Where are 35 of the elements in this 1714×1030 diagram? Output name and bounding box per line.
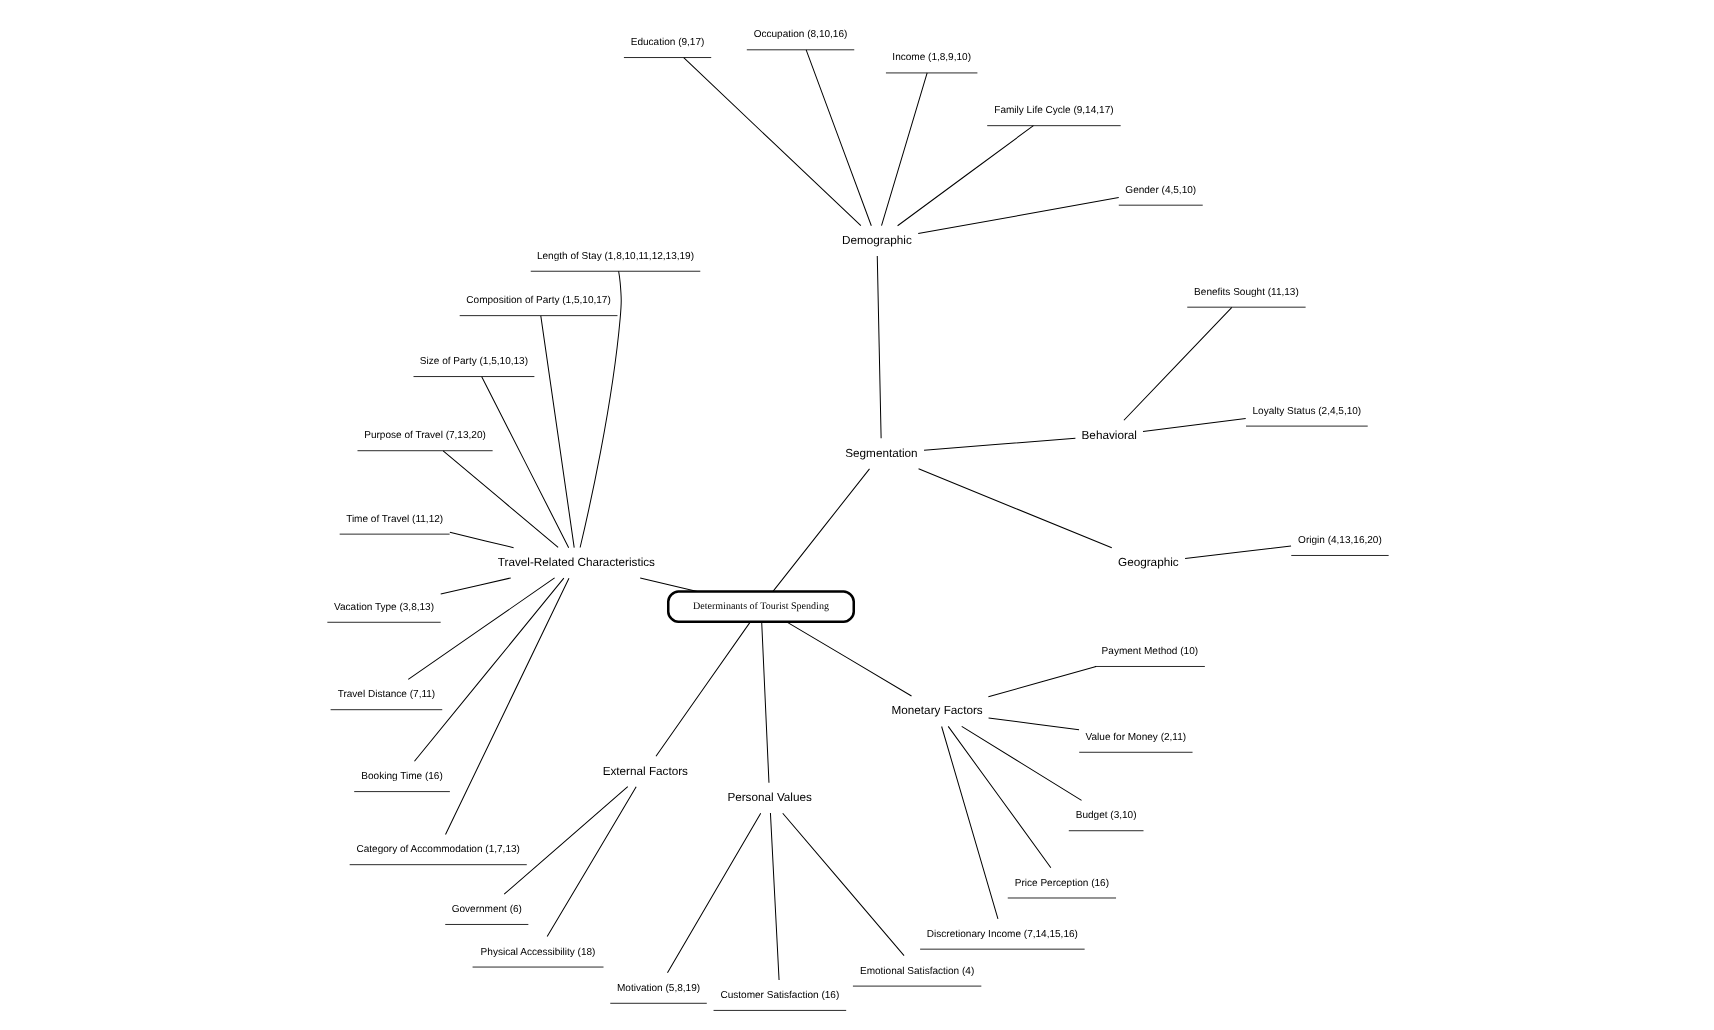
connector: [441, 450, 558, 548]
connector: [480, 376, 569, 549]
connector: [412, 577, 564, 762]
connector: [638, 577, 697, 592]
connector: [578, 270, 621, 548]
connector: [875, 255, 881, 439]
connector: [439, 577, 511, 595]
connector: [760, 621, 769, 784]
connector: [768, 812, 779, 981]
connector: [1183, 545, 1291, 559]
connector: [1122, 306, 1232, 421]
connector: [940, 726, 998, 920]
connector: [896, 125, 1033, 227]
connector: [916, 197, 1119, 235]
connector: [946, 725, 1051, 869]
connector: [502, 786, 628, 895]
connector: [917, 468, 1112, 549]
connector: [781, 812, 904, 957]
connector: [539, 315, 574, 549]
connector: [444, 577, 569, 835]
connector: [406, 577, 555, 680]
connector: [880, 72, 927, 227]
connector: [785, 621, 911, 697]
connector: [1141, 418, 1246, 432]
connector: [960, 725, 1082, 801]
connector: [665, 812, 761, 974]
connector: [922, 437, 1075, 451]
connector: [545, 786, 636, 938]
connector: [654, 621, 750, 757]
connector: [804, 49, 871, 227]
connector: [987, 717, 1079, 731]
connector: [682, 57, 861, 227]
connector: [448, 531, 514, 549]
connector: [986, 665, 1096, 698]
connector: [771, 468, 869, 592]
